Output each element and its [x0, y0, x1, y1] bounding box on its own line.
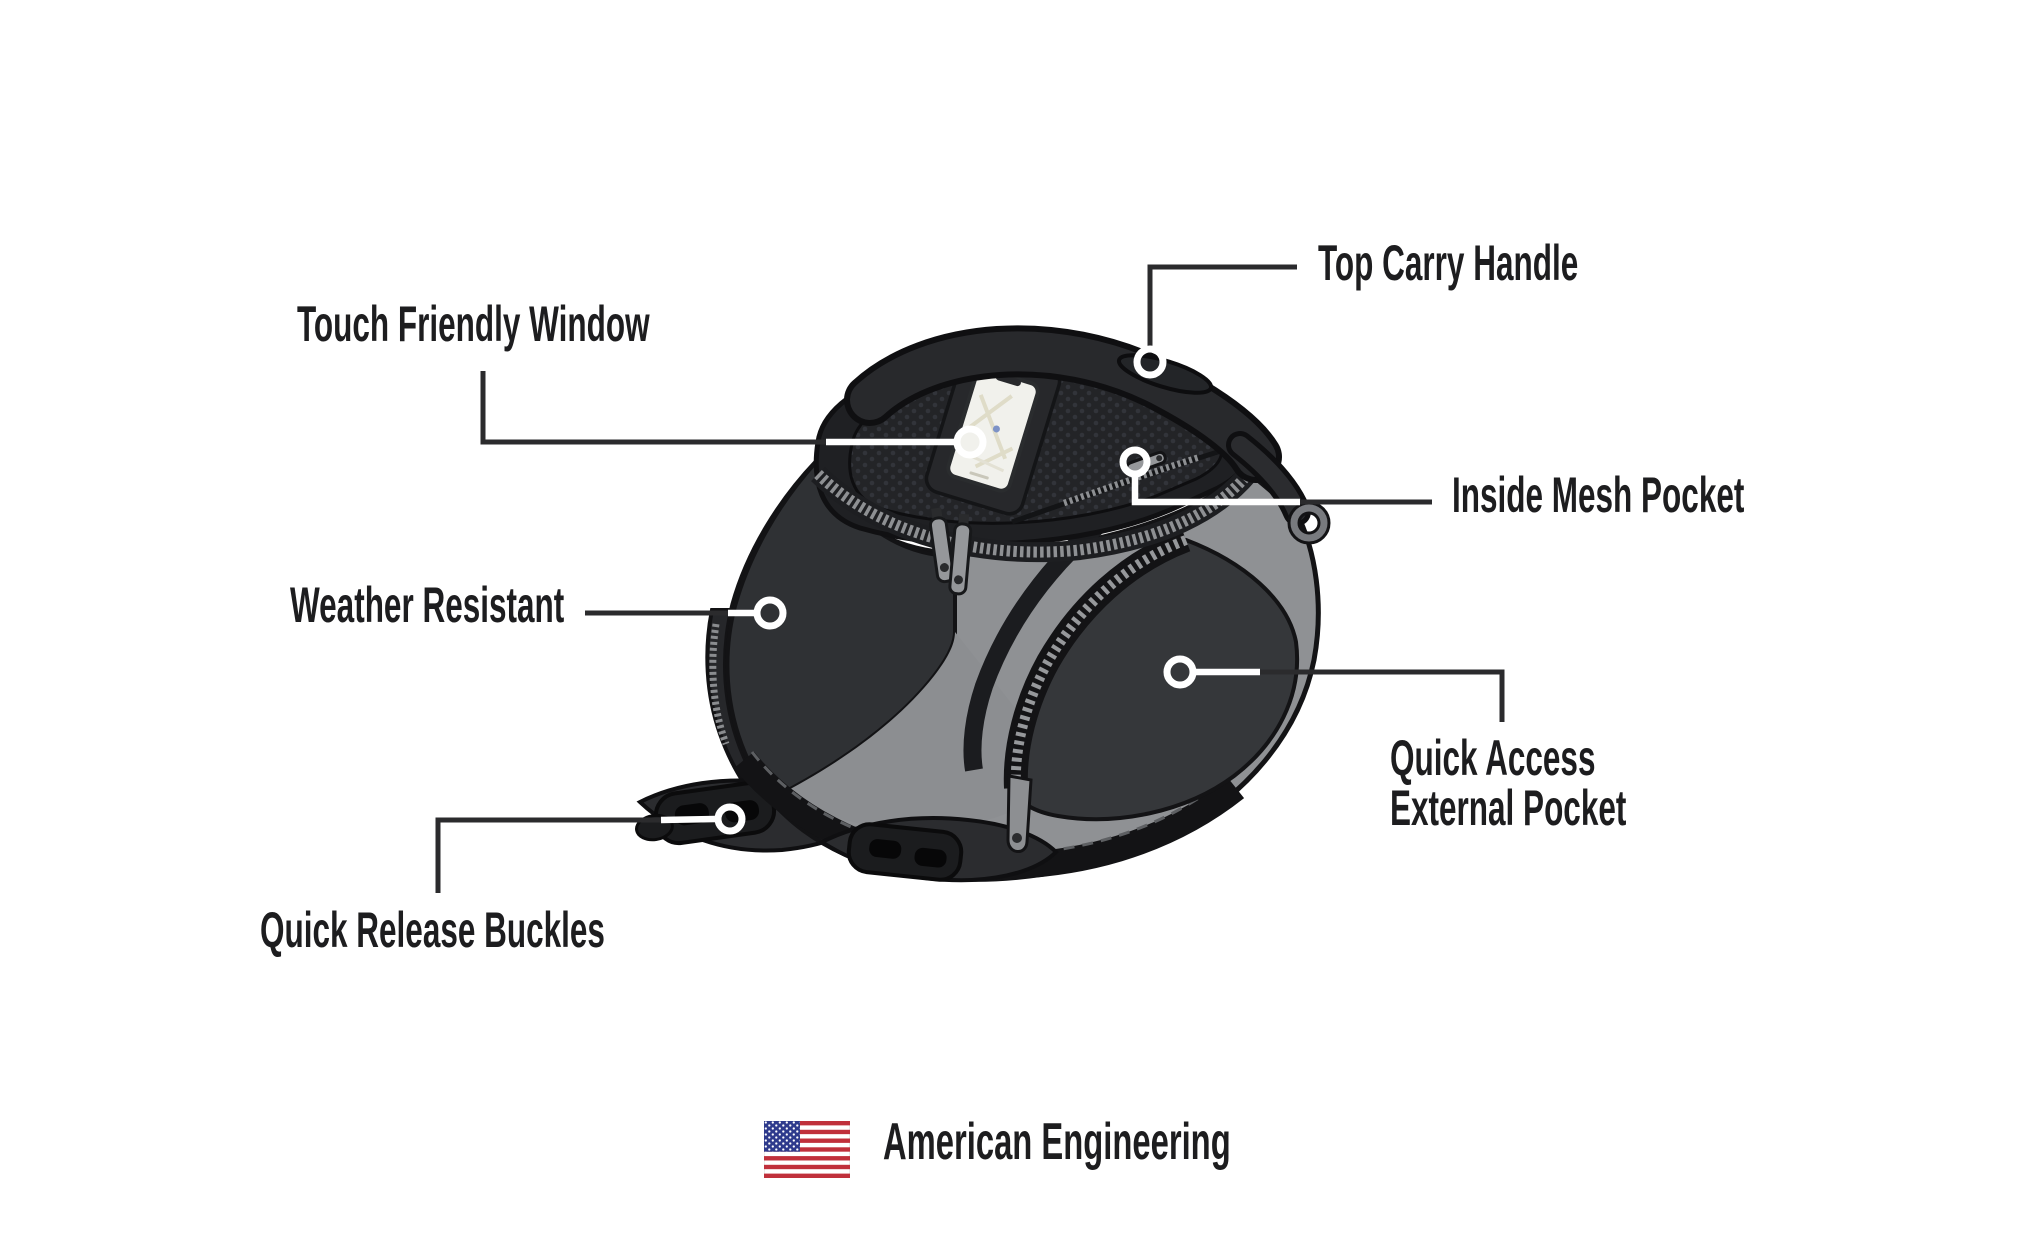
callout-markers: [714, 345, 1197, 835]
leader-quick-release-buckles: [435, 817, 661, 893]
d-ring: [1287, 501, 1331, 545]
leader-top-carry-handle: [1147, 264, 1297, 349]
label-inside-mesh-pocket: Inside Mesh Pocket: [1452, 467, 1745, 523]
quick-release-buckle-right: [817, 816, 1059, 883]
leader-lines: [435, 264, 1505, 893]
external-pocket: [963, 498, 1300, 853]
label-quick-access-external-pocket: Quick Access External Pocket: [1390, 733, 1626, 833]
carry-handle: [844, 325, 1311, 526]
main-zipper-pull: [948, 513, 973, 596]
marker-quick-access-external-pocket: [1163, 655, 1197, 689]
footer-text: American Engineering: [883, 1113, 1231, 1171]
label-quick-access-line1: Quick Access: [1390, 730, 1596, 786]
pocket-zipper-teeth: [1010, 535, 1188, 789]
us-flag-icon: [764, 1121, 850, 1178]
marker-inside-mesh-pocket: [1119, 446, 1151, 478]
main-zipper-pull: [928, 507, 955, 584]
leader-touch-friendly-window: [480, 371, 826, 445]
marker-top-carry-handle: [1133, 345, 1167, 379]
label-quick-access-line2: External Pocket: [1390, 780, 1627, 836]
marker-touch-friendly-window: [953, 425, 987, 459]
touch-window: [924, 344, 1062, 516]
pocket-zipper-pull: [1006, 774, 1033, 853]
leader-lines-on-bag: [660, 438, 1300, 824]
marker-weather-resistant: [753, 596, 787, 630]
label-weather-resistant: Weather Resistant: [290, 577, 565, 633]
label-top-carry-handle: Top Carry Handle: [1318, 235, 1579, 291]
marker-quick-release-buckles: [714, 803, 746, 835]
label-touch-friendly-window: Touch Friendly Window: [297, 296, 650, 352]
main-zipper-teeth: [814, 470, 1253, 558]
main-zipper: [811, 466, 1256, 596]
leader-quick-access: [1260, 669, 1505, 722]
label-quick-release-buckles: Quick Release Buckles: [260, 902, 605, 958]
